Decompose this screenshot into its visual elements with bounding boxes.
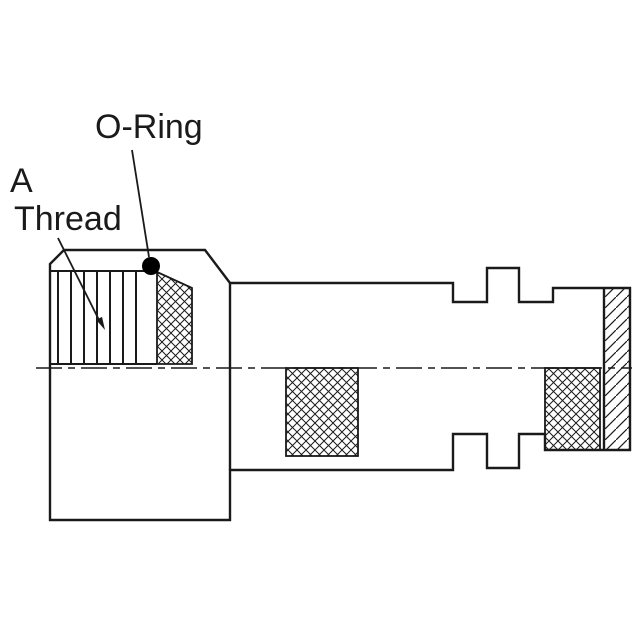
thread-leader-arrowhead xyxy=(96,316,105,330)
knurl-band-right xyxy=(544,367,601,451)
thread-ref-letter: A xyxy=(10,162,33,200)
thread-label: Thread xyxy=(14,200,122,238)
tube-end-section-hatch xyxy=(604,288,630,450)
knurl-band-middle xyxy=(285,367,359,457)
o-ring-label: O-Ring xyxy=(95,108,203,146)
drawing-labels: O-Ring A Thread xyxy=(10,108,203,238)
o-ring-leader-line xyxy=(131,149,150,258)
thread-lines xyxy=(50,270,157,365)
thread-leader-line xyxy=(57,237,101,323)
o-ring-dot xyxy=(142,257,160,275)
drawing-geometry xyxy=(36,149,632,522)
nut-wall-section-hatch xyxy=(156,270,193,365)
body-outline-upper xyxy=(48,248,632,368)
